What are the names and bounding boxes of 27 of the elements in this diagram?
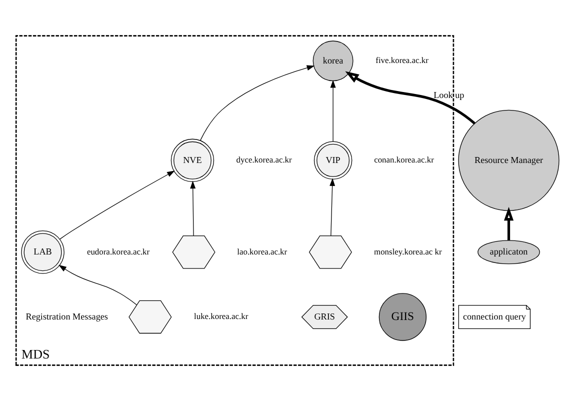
node-label: monsley.korea.ac kr bbox=[374, 246, 442, 256]
node-circle: Resource Manager bbox=[458, 110, 560, 211]
arrow bbox=[345, 71, 476, 124]
node-label: five.korea.ac.kr bbox=[376, 55, 428, 66]
arrow bbox=[58, 264, 137, 306]
arrow bbox=[200, 65, 315, 141]
node-label: luke.korea.ac.kr bbox=[194, 311, 248, 322]
node-hexagon bbox=[128, 300, 172, 334]
node-label: eudora.korea.ac.kr bbox=[86, 246, 150, 256]
node-circle: LAB bbox=[21, 230, 64, 274]
node-circle: VIP bbox=[314, 141, 352, 180]
arrow bbox=[190, 180, 196, 236]
node-circle: GIIS bbox=[378, 293, 427, 341]
label: Registration Messages bbox=[26, 311, 108, 322]
edge-label: Look up bbox=[434, 90, 464, 100]
node-circle: NVE bbox=[170, 138, 214, 182]
arrow bbox=[330, 178, 336, 236]
node-label: conan.korea.ac.kr bbox=[374, 154, 434, 165]
node-ellipse: applicaton bbox=[478, 240, 540, 264]
arrow bbox=[330, 80, 336, 142]
node-hexagon bbox=[308, 236, 352, 269]
node-hexagon bbox=[172, 236, 216, 269]
node-label: lao.korea.ac.kr bbox=[237, 246, 288, 256]
node-circle: korea bbox=[312, 40, 354, 82]
node-label: dyce.korea.ac.kr bbox=[236, 154, 292, 165]
arrow bbox=[60, 170, 175, 240]
arrow bbox=[504, 206, 514, 240]
